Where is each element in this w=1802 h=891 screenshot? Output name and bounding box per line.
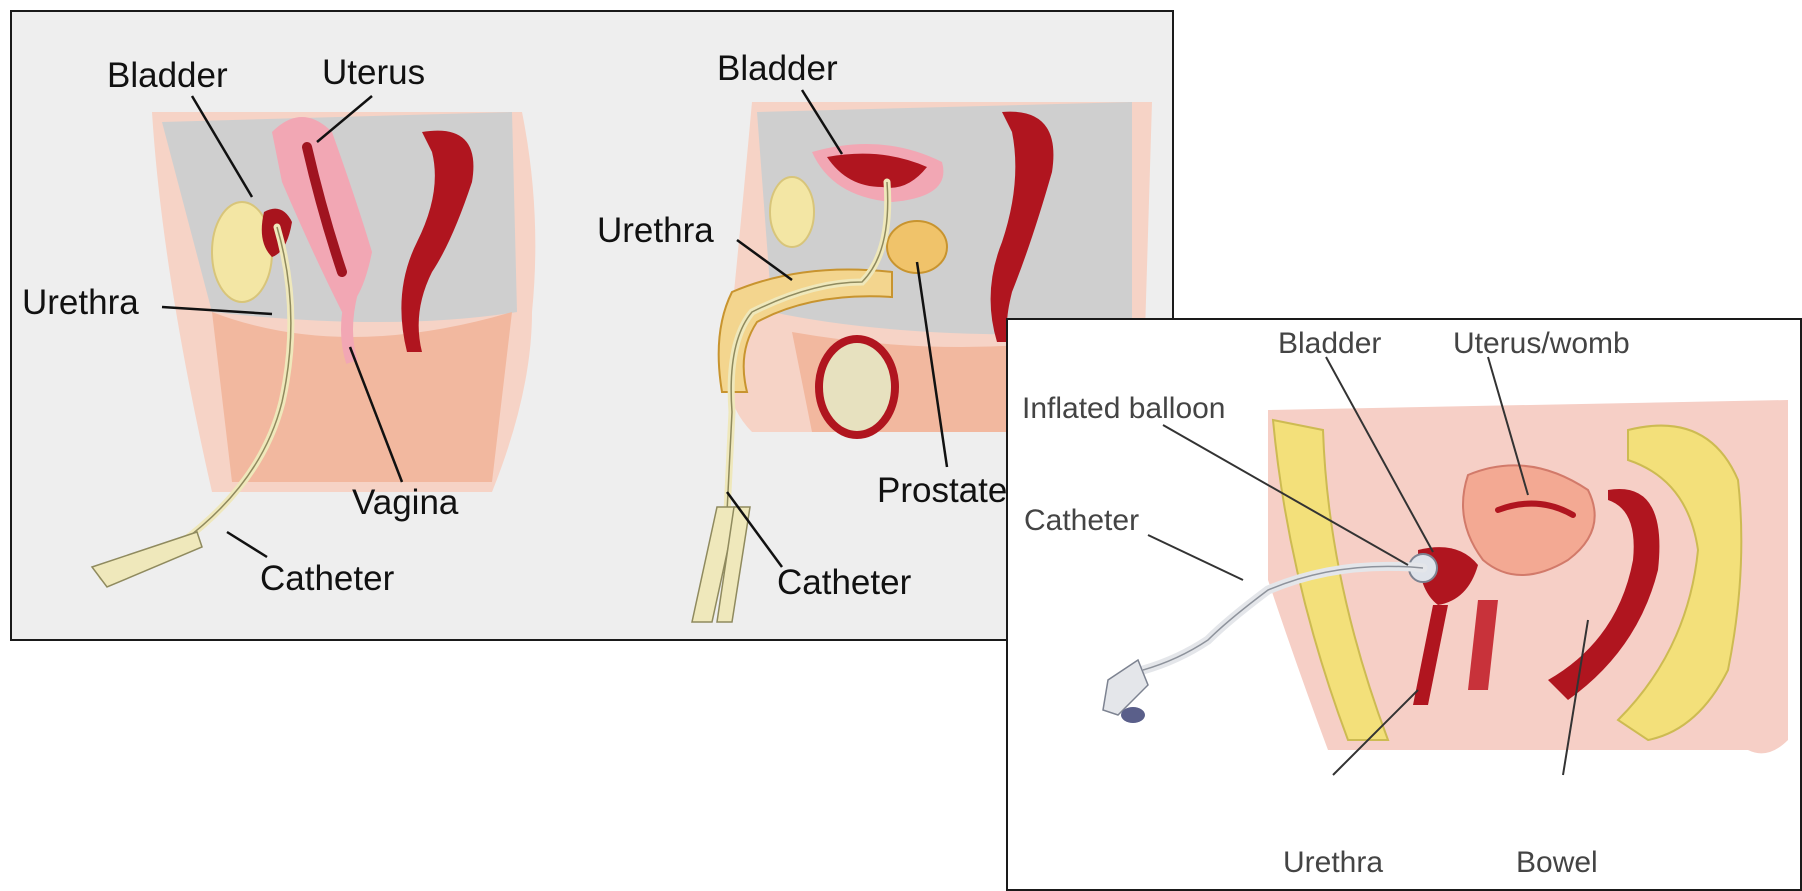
label-urethra: Urethra <box>1283 846 1383 879</box>
panel-a-illustration: Bladder Uterus Urethra Vagina Catheter <box>12 12 1172 639</box>
panel-b-anatomy <box>1103 400 1788 753</box>
label-male-urethra: Urethra <box>597 211 714 250</box>
label-male-bladder: Bladder <box>717 49 838 88</box>
label-inflated-balloon: Inflated balloon <box>1022 392 1226 425</box>
label-male-prostate: Prostate <box>877 471 1007 510</box>
catheter-port <box>1121 707 1145 723</box>
label-bladder: Bladder <box>1278 327 1381 360</box>
label-female-uterus: Uterus <box>322 53 425 92</box>
catheter-connector <box>1103 660 1148 715</box>
label-uterus-womb: Uterus/womb <box>1453 327 1630 360</box>
label-female-urethra: Urethra <box>22 283 139 322</box>
label-bowel: Bowel <box>1516 846 1598 879</box>
label-female-bladder: Bladder <box>107 56 228 95</box>
label-catheter: Catheter <box>1024 504 1139 537</box>
panel-b-illustration: Bladder Uterus/womb Inflated balloon Cat… <box>1008 320 1800 889</box>
label-female-catheter: Catheter <box>260 559 395 598</box>
label-male-catheter: Catheter <box>777 563 912 602</box>
male-testis <box>819 339 895 435</box>
female-anatomy <box>92 112 535 587</box>
catheter-diagram-panel-a: Bladder Uterus Urethra Vagina Catheter <box>10 10 1174 641</box>
label-female-vagina: Vagina <box>352 483 459 522</box>
male-pubic-bone <box>770 177 814 247</box>
catheter-diagram-panel-b: Bladder Uterus/womb Inflated balloon Cat… <box>1006 318 1802 891</box>
female-catheter-connector <box>92 532 202 587</box>
